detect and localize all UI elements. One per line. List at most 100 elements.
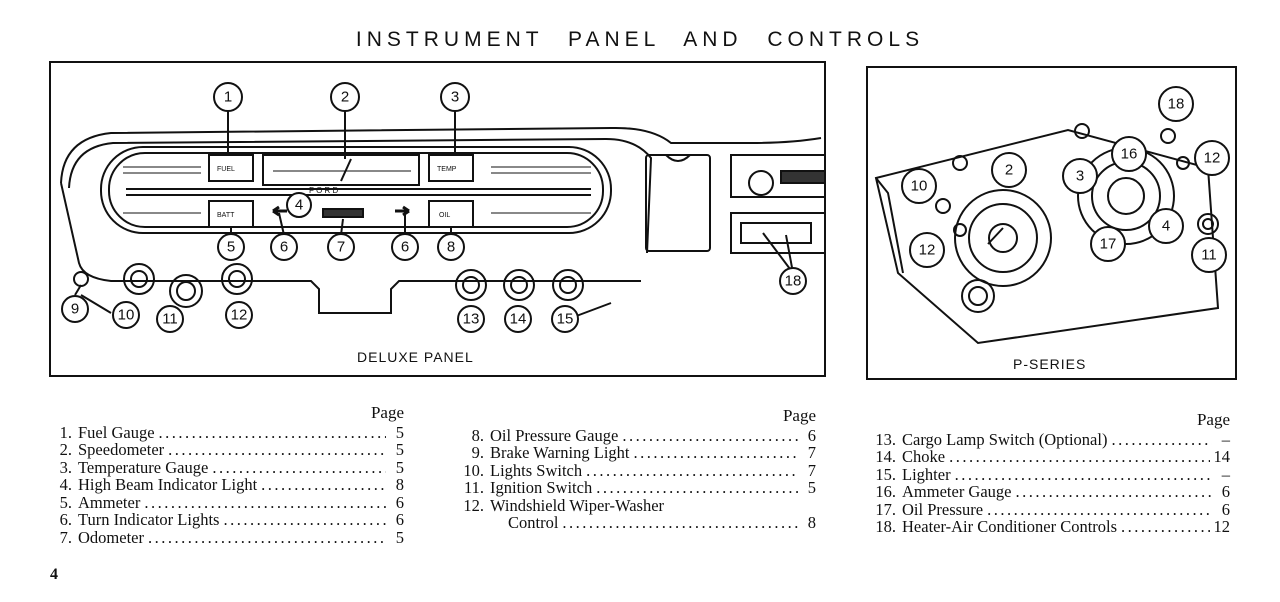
legend-item-page: 5 [395,457,404,477]
legend-item: 4.High Beam Indicator Light.............… [44,476,404,494]
leader-dots: ........................................… [562,514,798,532]
leader-dots: ........................................… [1015,483,1213,501]
callout-10b: 10 [901,168,937,204]
legend-item-number: 18. [875,517,896,536]
leader-dots: ........................................… [212,458,386,476]
p-series-drawing: 18 12 16 2 3 10 4 17 12 11 [874,86,1230,345]
legend-item: 11.Ignition Switch......................… [456,479,816,497]
legend-item-number: 15. [875,464,896,484]
legend-item-page: 14 [1213,447,1231,466]
svg-text:5: 5 [227,239,235,256]
legend-item-label: Oil Pressure Gauge [490,425,619,445]
legend-item-label: Heater-Air Conditioner Controls [902,517,1118,536]
page-column-header: Page [782,406,816,425]
batt-gauge-label: BATT [217,212,235,219]
svg-text:12: 12 [1204,150,1221,167]
svg-text:16: 16 [1121,146,1138,163]
svg-text:14: 14 [510,311,527,328]
legend-item-label: Odometer [78,527,144,547]
svg-text:18: 18 [785,273,802,290]
svg-text:11: 11 [162,311,178,328]
legend-item-label: Speedometer [78,440,165,459]
legend-item-number: 10. [463,460,484,480]
page-number: 4 [50,566,58,583]
legend-item-number: 9. [471,443,484,462]
page-title: INSTRUMENT PANEL AND CONTROLS [355,28,925,51]
legend-item: 2.Speedometer...........................… [44,441,404,459]
callout-9: 9 [61,295,89,323]
legend-item-number: 14. [875,447,896,466]
legend-item-page: 7 [807,460,816,480]
deluxe-panel-drawing: FUEL TEMP BATT OIL F O R D 1 2 3 4 5 6 7… [60,82,824,333]
legend-item-label: Lights Switch [490,460,583,480]
legend-item-label: High Beam Indicator Light [78,475,258,494]
leader-dots: ........................................… [586,461,798,479]
legend-item-label: Control [508,513,559,532]
callout-11: 11 [156,305,184,333]
legend-item: 3.Temperature Gauge.....................… [44,457,404,477]
svg-text:18: 18 [1168,96,1185,113]
page-column-header: Page [1196,410,1230,429]
legend-item-label: Choke [902,447,946,466]
leader-dots: ........................................… [1121,518,1209,536]
p-series-caption: P-SERIES [1013,356,1087,372]
callout-2b: 2 [991,152,1027,188]
callout-4: 4 [286,192,312,218]
legend-item: 10. Lights Switch........................… [456,460,816,480]
svg-text:3: 3 [1076,168,1084,185]
svg-text:4: 4 [295,197,303,214]
legend-item: 9. Brake Warning Light...................… [456,444,816,462]
legend-item: 17.Oil Pressure.........................… [868,499,1230,519]
legend-item-number: 7. [59,527,72,547]
legend-item-number: 5. [59,492,72,512]
legend-item: 15.Lighter..............................… [868,464,1230,484]
callout-18a: 18 [779,267,807,295]
legend-item: 14.Choke................................… [868,448,1230,466]
legend-item: 8.Oil Pressure Gauge....................… [456,425,816,445]
svg-text:2: 2 [341,89,349,106]
legend-item-number: 17. [875,499,896,519]
legend-item-label: Brake Warning Light [490,443,630,462]
deluxe-panel-figure: FUEL TEMP BATT OIL F O R D 1 2 3 4 5 6 7… [49,61,826,377]
legend-item-page: 6 [395,510,404,529]
callout-4b: 4 [1148,208,1184,244]
leader-dots: ........................................… [223,511,386,529]
callout-7: 7 [327,233,355,261]
legend-item-number: 8. [471,425,484,445]
legend-item-page: 12 [1213,517,1231,536]
svg-text:10: 10 [911,178,928,195]
legend-item-page: 6 [395,492,404,512]
legend-item-number: 13. [875,429,896,449]
leader-dots: ........................................… [1111,430,1212,448]
legend-item-label: Windshield Wiper-Washer [490,495,665,515]
legend-rows-2: 8. Oil Pressure Gauge....................… [456,425,816,532]
callout-8: 8 [437,233,465,261]
legend-item-page: – [1221,464,1230,484]
callout-10: 10 [112,301,140,329]
leader-dots: ........................................… [596,479,798,497]
legend-rows-3: 13.Cargo Lamp Switch (Optional).........… [868,429,1231,536]
legend-item-number: 6. [59,510,72,529]
callout-1: 1 [213,82,243,112]
fuel-gauge-label: FUEL [217,166,235,173]
callout-12: 12 [225,301,253,329]
svg-text:13: 13 [463,311,480,328]
legend-item-number: 3. [59,457,72,477]
callout-15: 15 [551,305,579,333]
leader-dots: ........................................… [633,444,798,462]
callout-14: 14 [504,305,532,333]
callout-11b: 11 [1191,237,1227,273]
callout-12c: 12 [909,232,945,268]
legend-item-page: 5 [807,478,816,497]
oil-gauge-label: OIL [439,212,450,219]
leader-dots: ........................................… [147,528,386,546]
legend-item: 6. Turn Indicator Lights.................… [44,511,404,529]
legend-item-label: Ammeter [78,492,141,512]
legend-item-page: 5 [395,527,404,547]
legend-item-page: 5 [395,422,404,442]
callout-16: 16 [1111,136,1147,172]
legend-item-label: Turn Indicator Lights [78,510,220,529]
leader-dots: ........................................… [261,476,386,494]
callout-12b: 12 [1194,140,1230,176]
leader-dots: ........................................… [987,500,1212,518]
